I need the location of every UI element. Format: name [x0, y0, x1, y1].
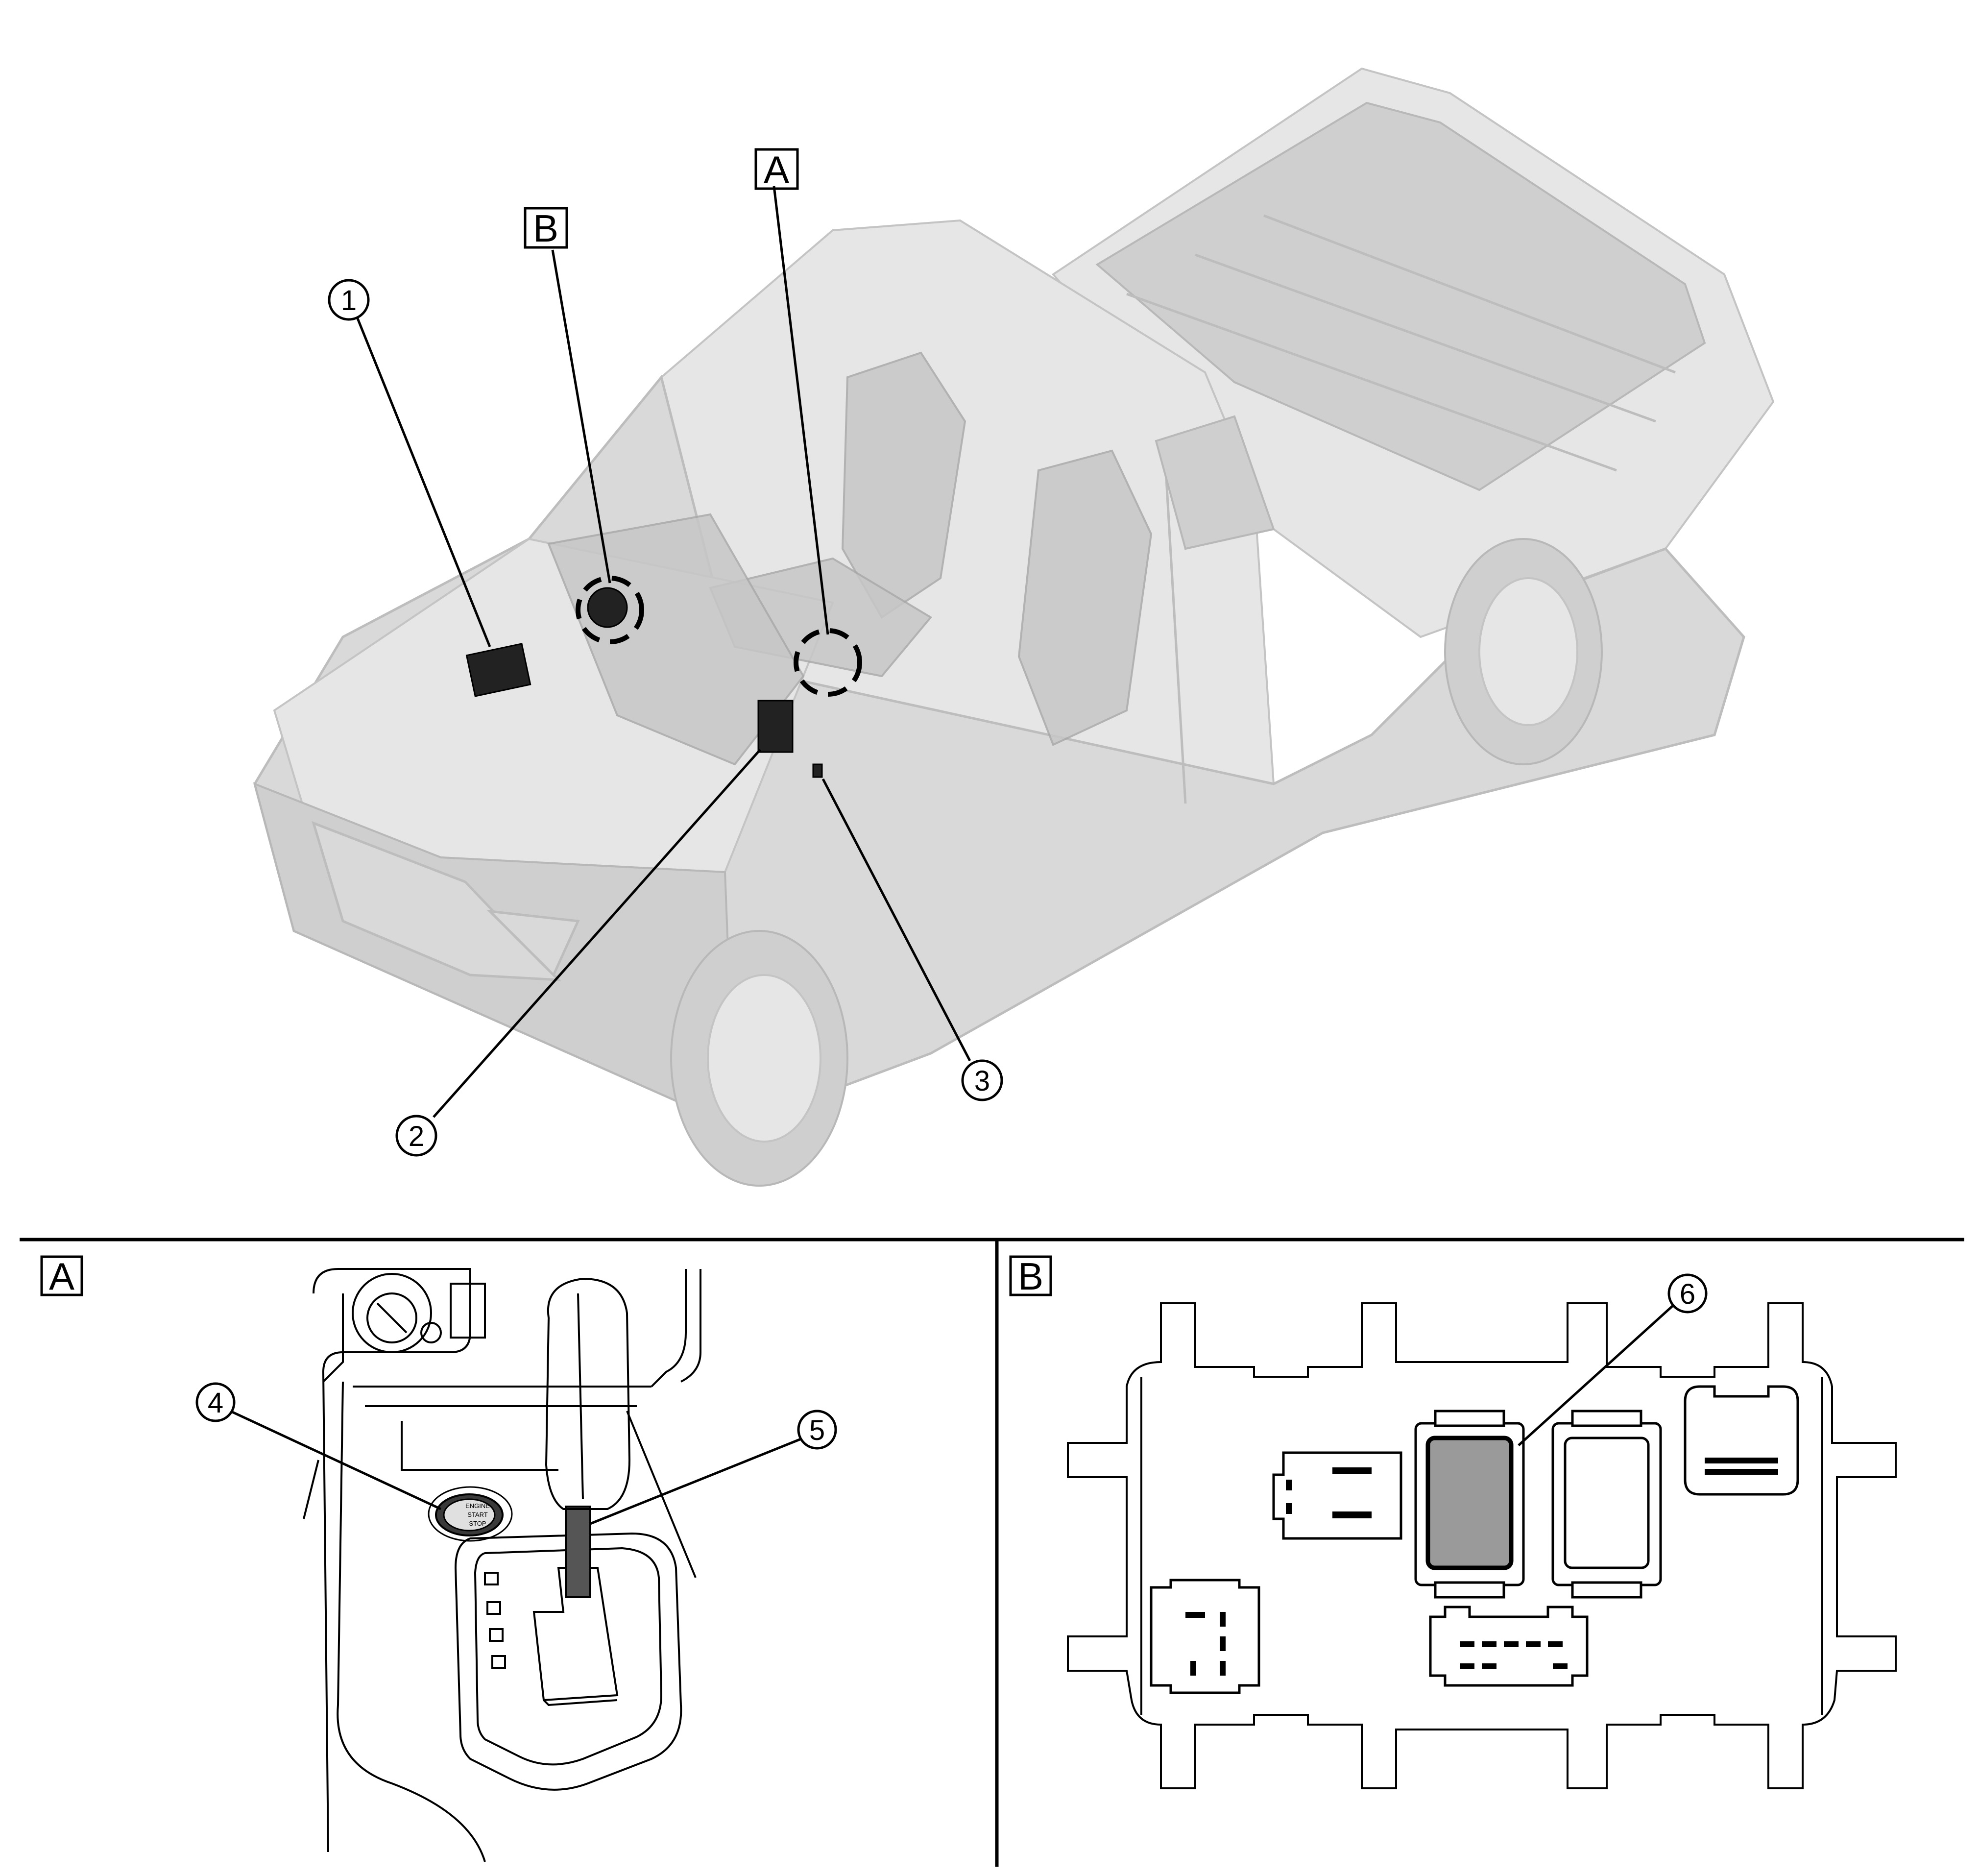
connector-left — [1272, 1451, 1402, 1540]
svg-text:3: 3 — [974, 1065, 990, 1097]
panel-b: B — [1009, 1255, 1897, 1789]
leader-line-2 — [433, 749, 761, 1118]
panel-a-label: A — [40, 1255, 83, 1298]
connector-bottom-left — [1150, 1579, 1260, 1694]
part-1-body-control-module — [465, 643, 531, 697]
connector-top-right — [1684, 1385, 1799, 1496]
leader-line-b — [551, 249, 611, 584]
panel-a: A ENGINE START STOP — [40, 1255, 837, 1862]
svg-text:4: 4 — [208, 1387, 223, 1419]
svg-text:6: 6 — [1680, 1278, 1695, 1310]
callout-2: 2 — [395, 1115, 437, 1157]
svg-text:STOP: STOP — [469, 1520, 486, 1527]
selector-lever — [545, 1277, 631, 1598]
svg-text:A: A — [49, 1255, 74, 1298]
relay-empty-slot — [1551, 1410, 1662, 1599]
svg-text:2: 2 — [409, 1121, 424, 1152]
svg-text:A: A — [764, 148, 789, 191]
part-2-control-unit — [757, 700, 794, 753]
leader-line-4 — [229, 1410, 442, 1511]
svg-text:ENGINE: ENGINE — [465, 1502, 490, 1510]
svg-text:5: 5 — [809, 1414, 825, 1446]
callout-3: 3 — [961, 1059, 1003, 1101]
push-button-ignition-switch: ENGINE START STOP — [428, 1486, 513, 1542]
callout-box-b: B — [524, 207, 568, 250]
svg-text:1: 1 — [341, 285, 357, 317]
leader-line-3 — [821, 778, 971, 1062]
svg-text:B: B — [533, 207, 558, 250]
connector-bottom-center — [1429, 1606, 1589, 1687]
leader-line-6 — [1518, 1305, 1674, 1446]
part-b-location-fuse-block — [587, 587, 628, 628]
truck-illustration — [253, 67, 1775, 1187]
svg-text:B: B — [1018, 1255, 1043, 1298]
relay-6-highlighted — [1414, 1410, 1525, 1599]
leader-line-1 — [355, 316, 491, 647]
location-circle-b — [576, 576, 644, 644]
leader-line-a — [772, 186, 829, 635]
svg-text:START: START — [467, 1511, 487, 1518]
part-3-sensor — [812, 763, 823, 778]
callout-4: 4 — [195, 1382, 236, 1422]
callout-box-a: A — [754, 148, 799, 191]
callout-5: 5 — [797, 1410, 837, 1450]
panel-b-label: B — [1009, 1255, 1052, 1298]
fuse-block-housing — [1067, 1302, 1897, 1789]
callout-1: 1 — [328, 279, 370, 321]
location-circle-a — [794, 628, 862, 697]
callout-6: 6 — [1667, 1273, 1708, 1314]
shift-selector-bezel — [454, 1532, 682, 1791]
lighting-switch-dial — [352, 1273, 486, 1353]
leader-line-5 — [590, 1437, 804, 1525]
